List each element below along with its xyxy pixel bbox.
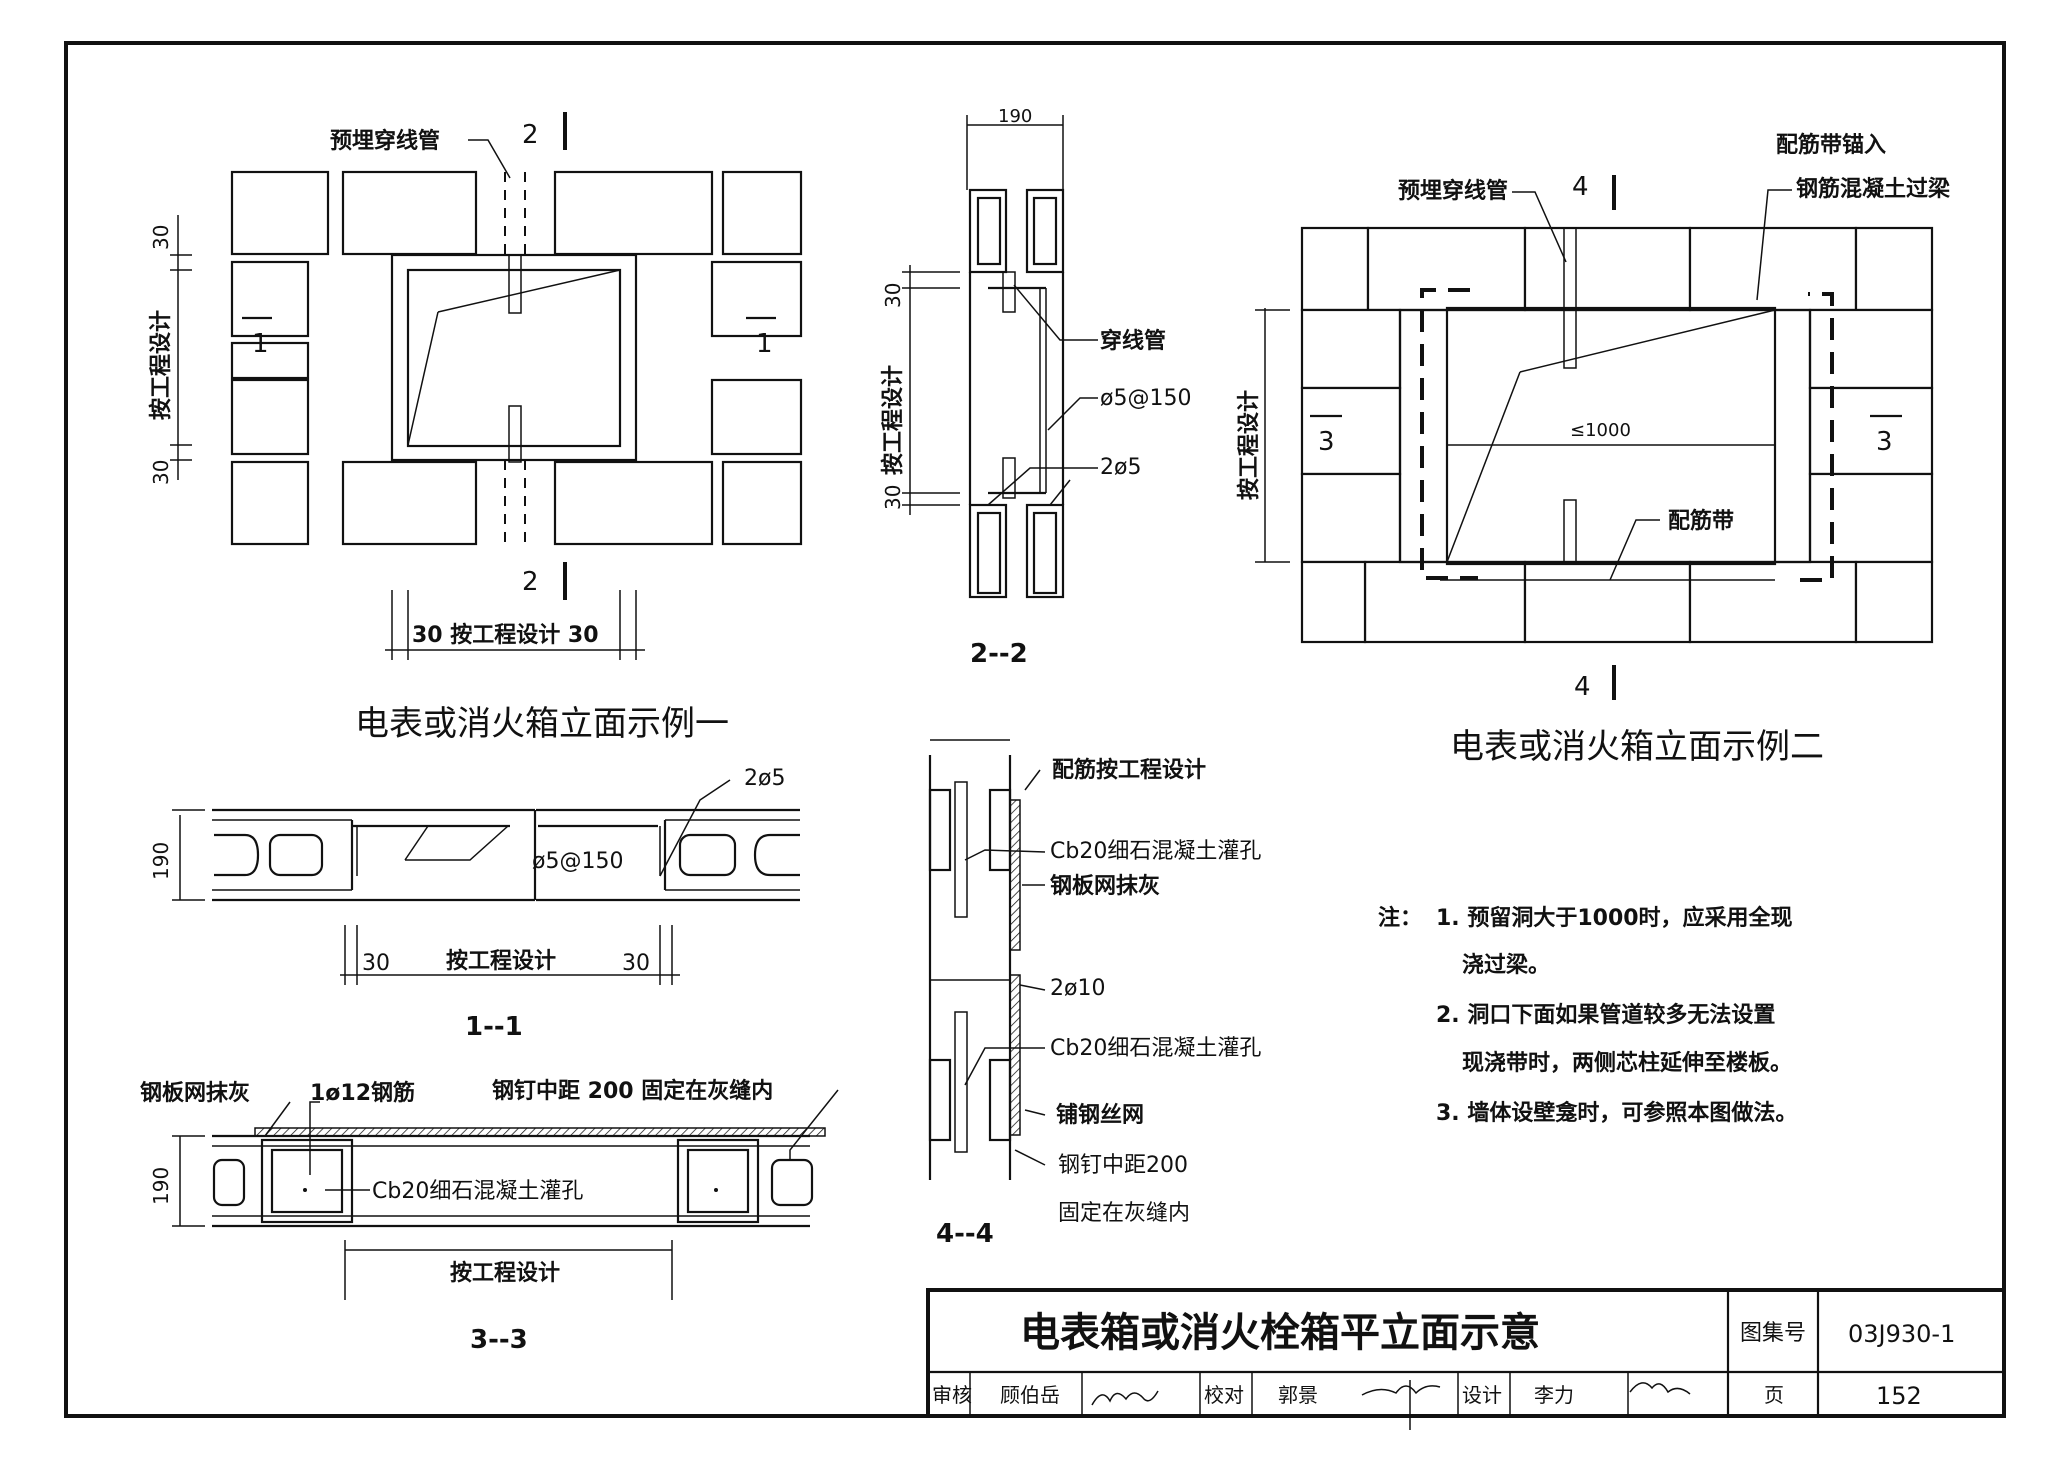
sec33-label-1: 钢板网抹灰 [140,1080,250,1106]
notes-head: 注： [1378,905,1422,931]
note-2a: 2. 洞口下面如果管道较多无法设置 [1436,1002,1775,1028]
sec44-title: 4--4 [936,1219,994,1249]
signature-design [1629,1382,1691,1395]
elev2-band-label: 配筋带 [1668,508,1734,534]
titleblock-design-label: 设计 [1462,1383,1502,1407]
sec33-dim-bottom: 按工程设计 [450,1260,560,1286]
sec22-title: 2--2 [970,639,1028,669]
sec22-dim-30b: 30 [881,485,905,510]
elev1-section-right: 1 [756,329,773,359]
sec22-dim-top: 190 [998,106,1032,127]
sec11-dim-h: 190 [149,842,173,880]
elev1-dim-left-mid: 按工程设计 [148,310,174,420]
elev1-section-top: 2 [522,120,539,150]
sec11-dim-bottom-a: 30 [362,951,390,976]
sec11-title: 1--1 [465,1012,523,1042]
titleblock-check-label: 校对 [1204,1383,1244,1407]
section-3-3 [172,1089,839,1300]
sec44-label-2: Cb20细石混凝土灌孔 [1050,839,1261,864]
elev1-section-left: 1 [252,329,269,359]
sec11-label-bars: 2ø5 [744,766,785,791]
title-block [926,1288,2006,1418]
titleblock-atlas-no: 03J930-1 [1848,1320,1955,1348]
titleblock-review-label: 审核 [932,1383,972,1407]
sec44-label-4: 2ø10 [1050,976,1105,1001]
sec44-label-8: 固定在灰缝内 [1058,1201,1190,1226]
sec33-label-2: 1ø12钢筋 [310,1080,415,1106]
elev2-anchor-label-2: 钢筋混凝土过梁 [1796,176,1950,202]
sec44-label-1: 配筋按工程设计 [1052,757,1206,783]
sec44-label-7: 钢钉中距200 [1058,1153,1188,1178]
sec33-title: 3--3 [470,1325,528,1355]
sec33-dim-h: 190 [149,1167,173,1205]
sec44-label-6: 铺钢丝网 [1056,1102,1144,1128]
elev1-pipe-label: 预埋穿线管 [330,128,440,154]
note-1b: 浇过梁。 [1462,953,1550,978]
elev2-title: 电表或消火箱立面示例二 [1450,727,1824,767]
section-2-2 [902,115,1098,599]
elev2-span-label: ≤1000 [1570,420,1631,441]
note-3: 3. 墙体设壁龛时，可参照本图做法。 [1436,1100,1797,1126]
titleblock-title: 电表箱或消火栓箱平立面示意 [1020,1310,1540,1356]
sec22-dim-30a: 30 [881,283,905,308]
signature-review [1091,1390,1159,1406]
elev2-dim-left: 按工程设计 [1236,390,1262,500]
elevation-2 [1255,175,1934,700]
signature-check [1361,1380,1441,1430]
sec33-label-3: 钢钉中距 200 固定在灰缝内 [492,1078,773,1104]
elev1-title: 电表或消火箱立面示例一 [355,704,729,744]
titleblock-design-name: 李力 [1534,1383,1574,1407]
elev2-section-bottom: 4 [1574,672,1591,702]
sec44-label-3: 钢板网抹灰 [1050,873,1160,899]
note-1a: 1. 预留洞大于1000时，应采用全现 [1436,905,1793,931]
elev1-section-bottom: 2 [522,567,539,597]
titleblock-atlas-label: 图集号 [1740,1321,1806,1346]
elev1-dim-left-top: 30 [149,225,173,250]
sec22-label-stirrup: ø5@150 [1100,386,1191,411]
elev2-anchor-label-1: 配筋带锚入 [1776,132,1886,158]
sec44-label-5: Cb20细石混凝土灌孔 [1050,1036,1261,1061]
elev1-dim-bottom: 30 按工程设计 30 [412,622,599,648]
sec11-dim-bottom-b: 30 [622,951,650,976]
elev2-section-right: 3 [1876,427,1893,457]
elevation-1 [170,112,803,660]
titleblock-check-name: 郭景 [1278,1383,1318,1407]
sec22-dim-design: 按工程设计 [880,365,906,475]
note-2b: 现浇带时，两侧芯柱延伸至楼板。 [1462,1051,1792,1076]
elev2-section-top: 4 [1572,172,1589,202]
sec22-label-bars: 2ø5 [1100,455,1141,480]
elev1-dim-left-bot: 30 [149,460,173,485]
elev2-pipe-label: 预埋穿线管 [1398,178,1508,204]
elev2-section-left: 3 [1318,427,1335,457]
titleblock-page-no: 152 [1876,1382,1922,1410]
sec11-label-stirrup: ø5@150 [532,849,623,874]
sec11-dim-bottom-mid: 按工程设计 [446,948,556,974]
section-4-4 [928,739,1046,1180]
section-1-1 [172,779,800,985]
titleblock-review-name: 顾伯岳 [1000,1383,1060,1407]
sec22-label-pipe: 穿线管 [1100,328,1166,354]
sec33-label-4: Cb20细石混凝土灌孔 [372,1179,583,1204]
titleblock-page-label: 页 [1764,1383,1784,1407]
